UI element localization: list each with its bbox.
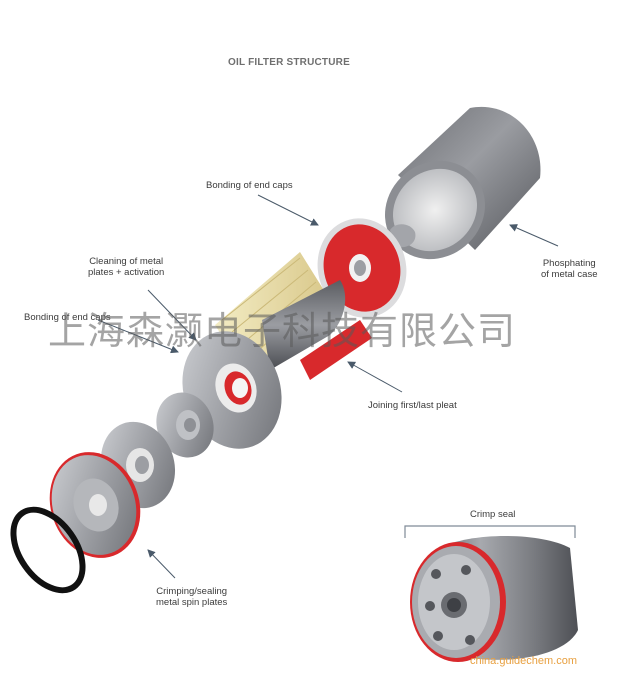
- arrow-cleaning: [147, 289, 197, 341]
- label-crimping: Crimping/sealing metal spin plates: [156, 586, 227, 608]
- arrow-bonding-top: [257, 194, 319, 226]
- label-crimping-line2: metal spin plates: [156, 597, 228, 608]
- arrow-joining: [347, 361, 403, 393]
- label-crimping-line1: Crimping/sealing: [156, 586, 228, 597]
- arrow-crimping: [147, 549, 176, 579]
- metal-case: [385, 106, 541, 260]
- arrow-phosphating: [509, 224, 559, 247]
- watermark-url: china.guidechem.com: [470, 655, 578, 667]
- watermark-text: 上海森灏电子科技有限公司: [48, 309, 517, 353]
- label-phosphating-line1: Phosphating: [542, 258, 596, 269]
- assembled-filter: [410, 536, 578, 662]
- label-bonding-left: Bonding of end caps: [24, 312, 111, 323]
- arrow-bonding-left: [97, 319, 179, 354]
- label-phosphating: Phosphating of metal case: [541, 258, 598, 280]
- label-joining: Joining first/last pleat: [368, 400, 457, 411]
- crimp-seal-bracket: [404, 525, 576, 538]
- label-bonding-top: Bonding of end caps: [206, 180, 293, 191]
- gasket-ring: [10, 506, 86, 594]
- label-cleaning-line1: Cleaning of metal: [89, 256, 164, 267]
- label-phosphating-line2: of metal case: [541, 269, 598, 280]
- center-valve: [156, 392, 214, 458]
- label-cleaning: Cleaning of metal plates + activation: [88, 256, 164, 278]
- diagram-title: OIL FILTER STRUCTURE: [228, 57, 350, 68]
- label-crimp-seal: Crimp seal: [470, 509, 516, 520]
- label-cleaning-line2: plates + activation: [88, 267, 165, 278]
